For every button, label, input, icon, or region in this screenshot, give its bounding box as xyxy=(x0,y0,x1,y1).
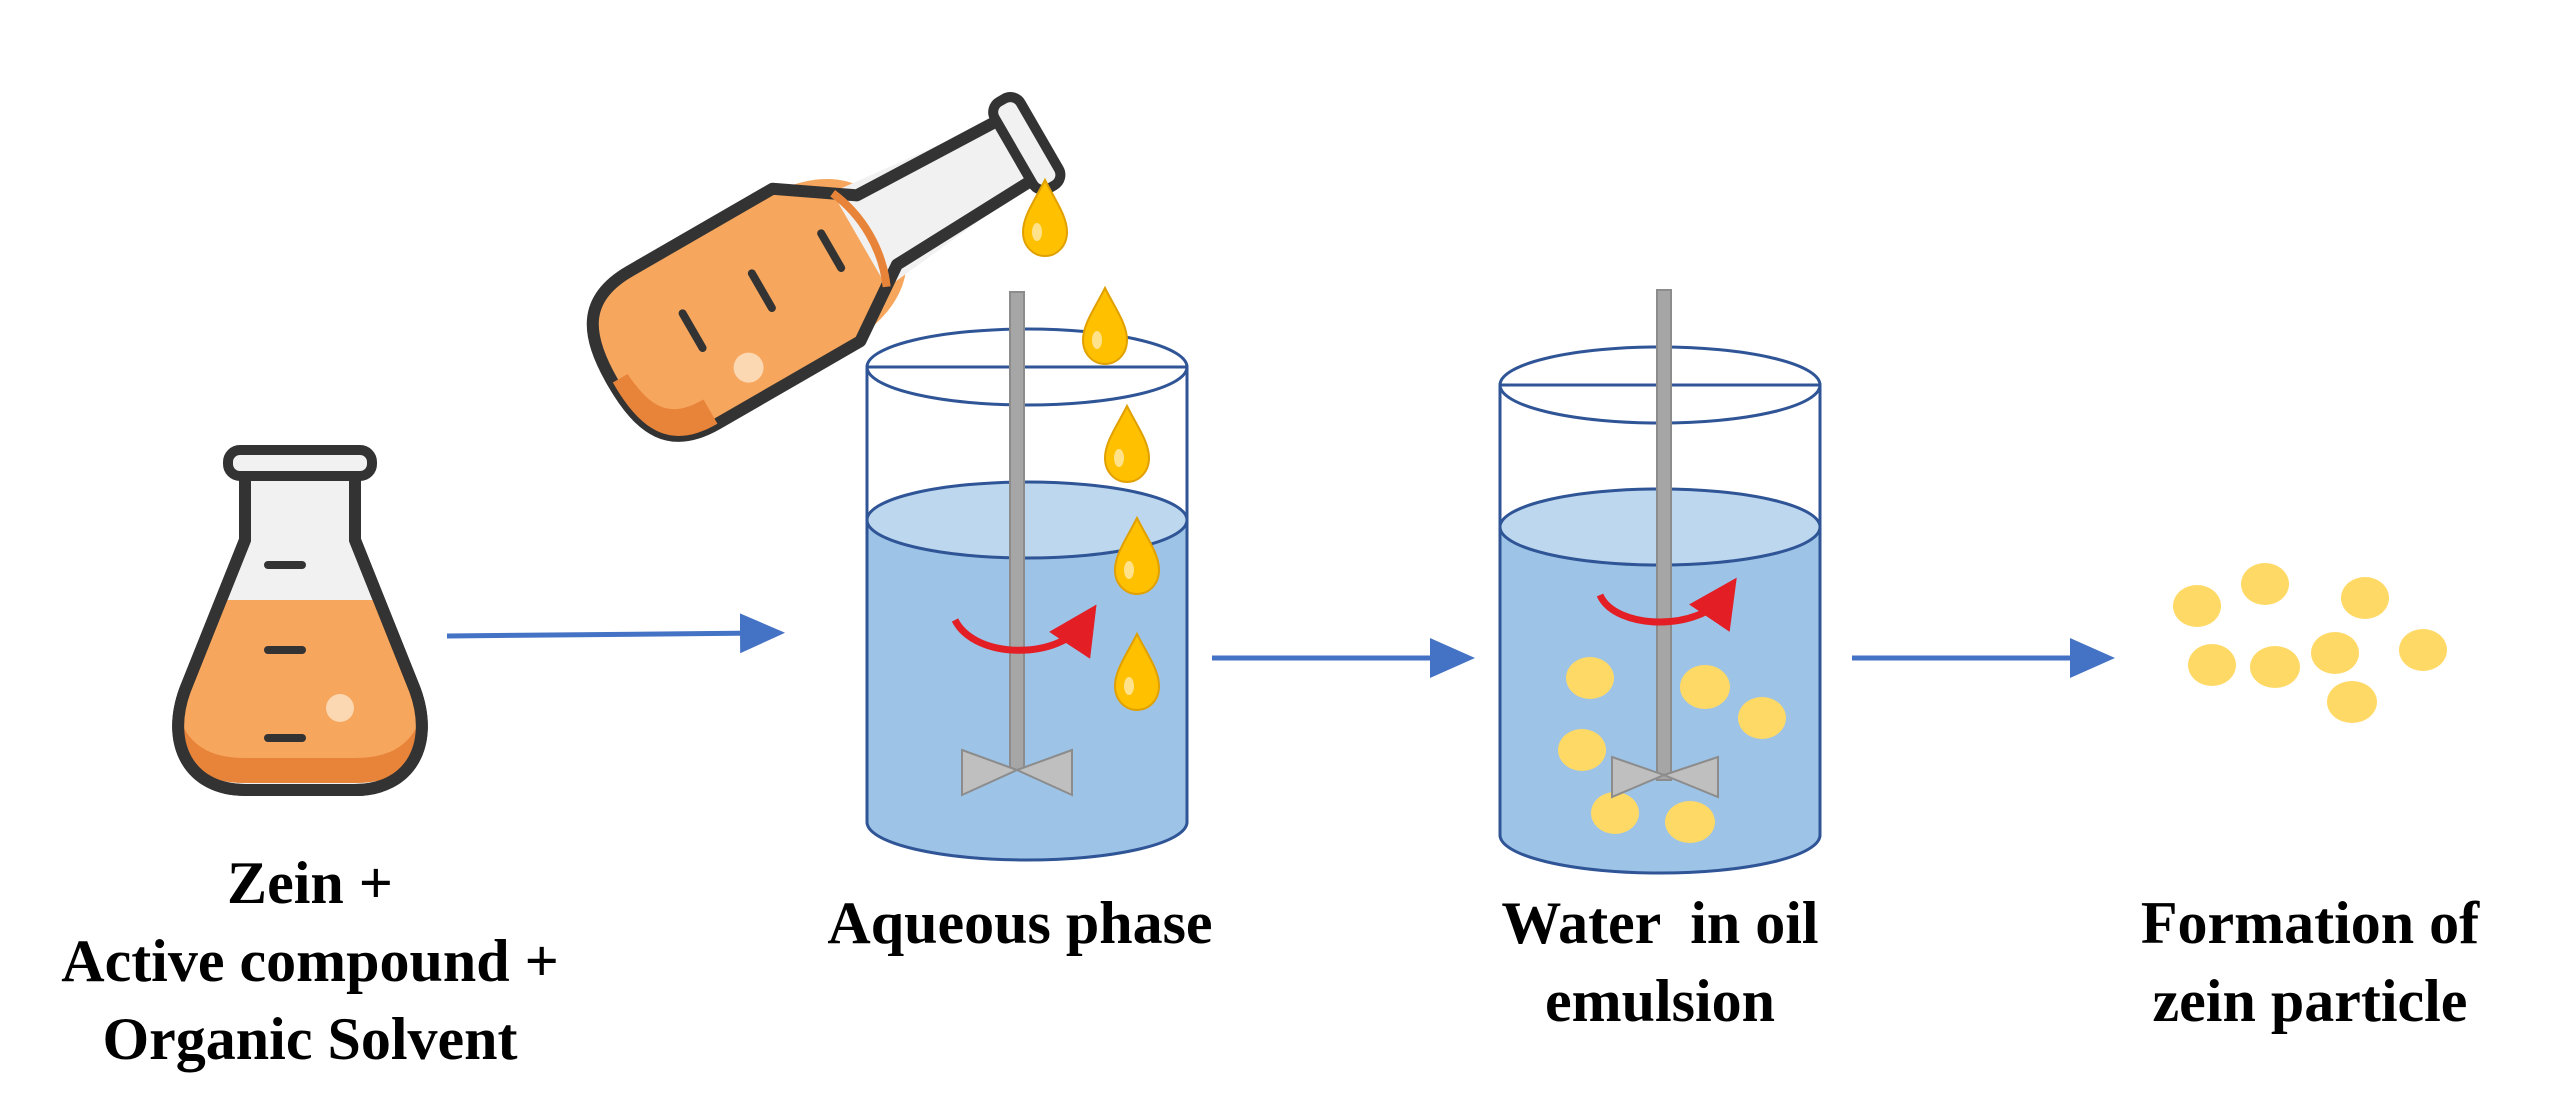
label-step3-line1: Water in oil xyxy=(1501,890,1819,956)
label-step1-line2: Active compound + xyxy=(61,928,559,994)
label-step1: Zein + Active compound + Organic Solvent xyxy=(10,844,610,1078)
rotation-arrow-icon xyxy=(951,604,1097,659)
label-step1-line3: Organic Solvent xyxy=(102,1006,518,1072)
flask-icon xyxy=(172,445,428,796)
process-arrow-1 xyxy=(446,613,785,654)
stirrer-icon xyxy=(1611,289,1719,799)
rotation-arrow-icon xyxy=(1596,577,1737,632)
label-step4: Formation of zein particle xyxy=(2080,884,2540,1040)
zein-particle-icon xyxy=(1558,657,1786,843)
label-step3-line2: emulsion xyxy=(1544,968,1776,1034)
label-step4-line2: zein particle xyxy=(2152,968,2468,1034)
label-step3: Water in oil emulsion xyxy=(1420,884,1900,1040)
tilted-flask-icon xyxy=(586,92,1066,442)
label-step2: Aqueous phase xyxy=(760,884,1280,962)
label-step4-line1: Formation of xyxy=(2140,890,2480,956)
label-step2-line1: Aqueous phase xyxy=(827,890,1213,956)
zein-particle-icon xyxy=(2173,563,2447,723)
label-step1-line1: Zein + xyxy=(227,850,393,916)
